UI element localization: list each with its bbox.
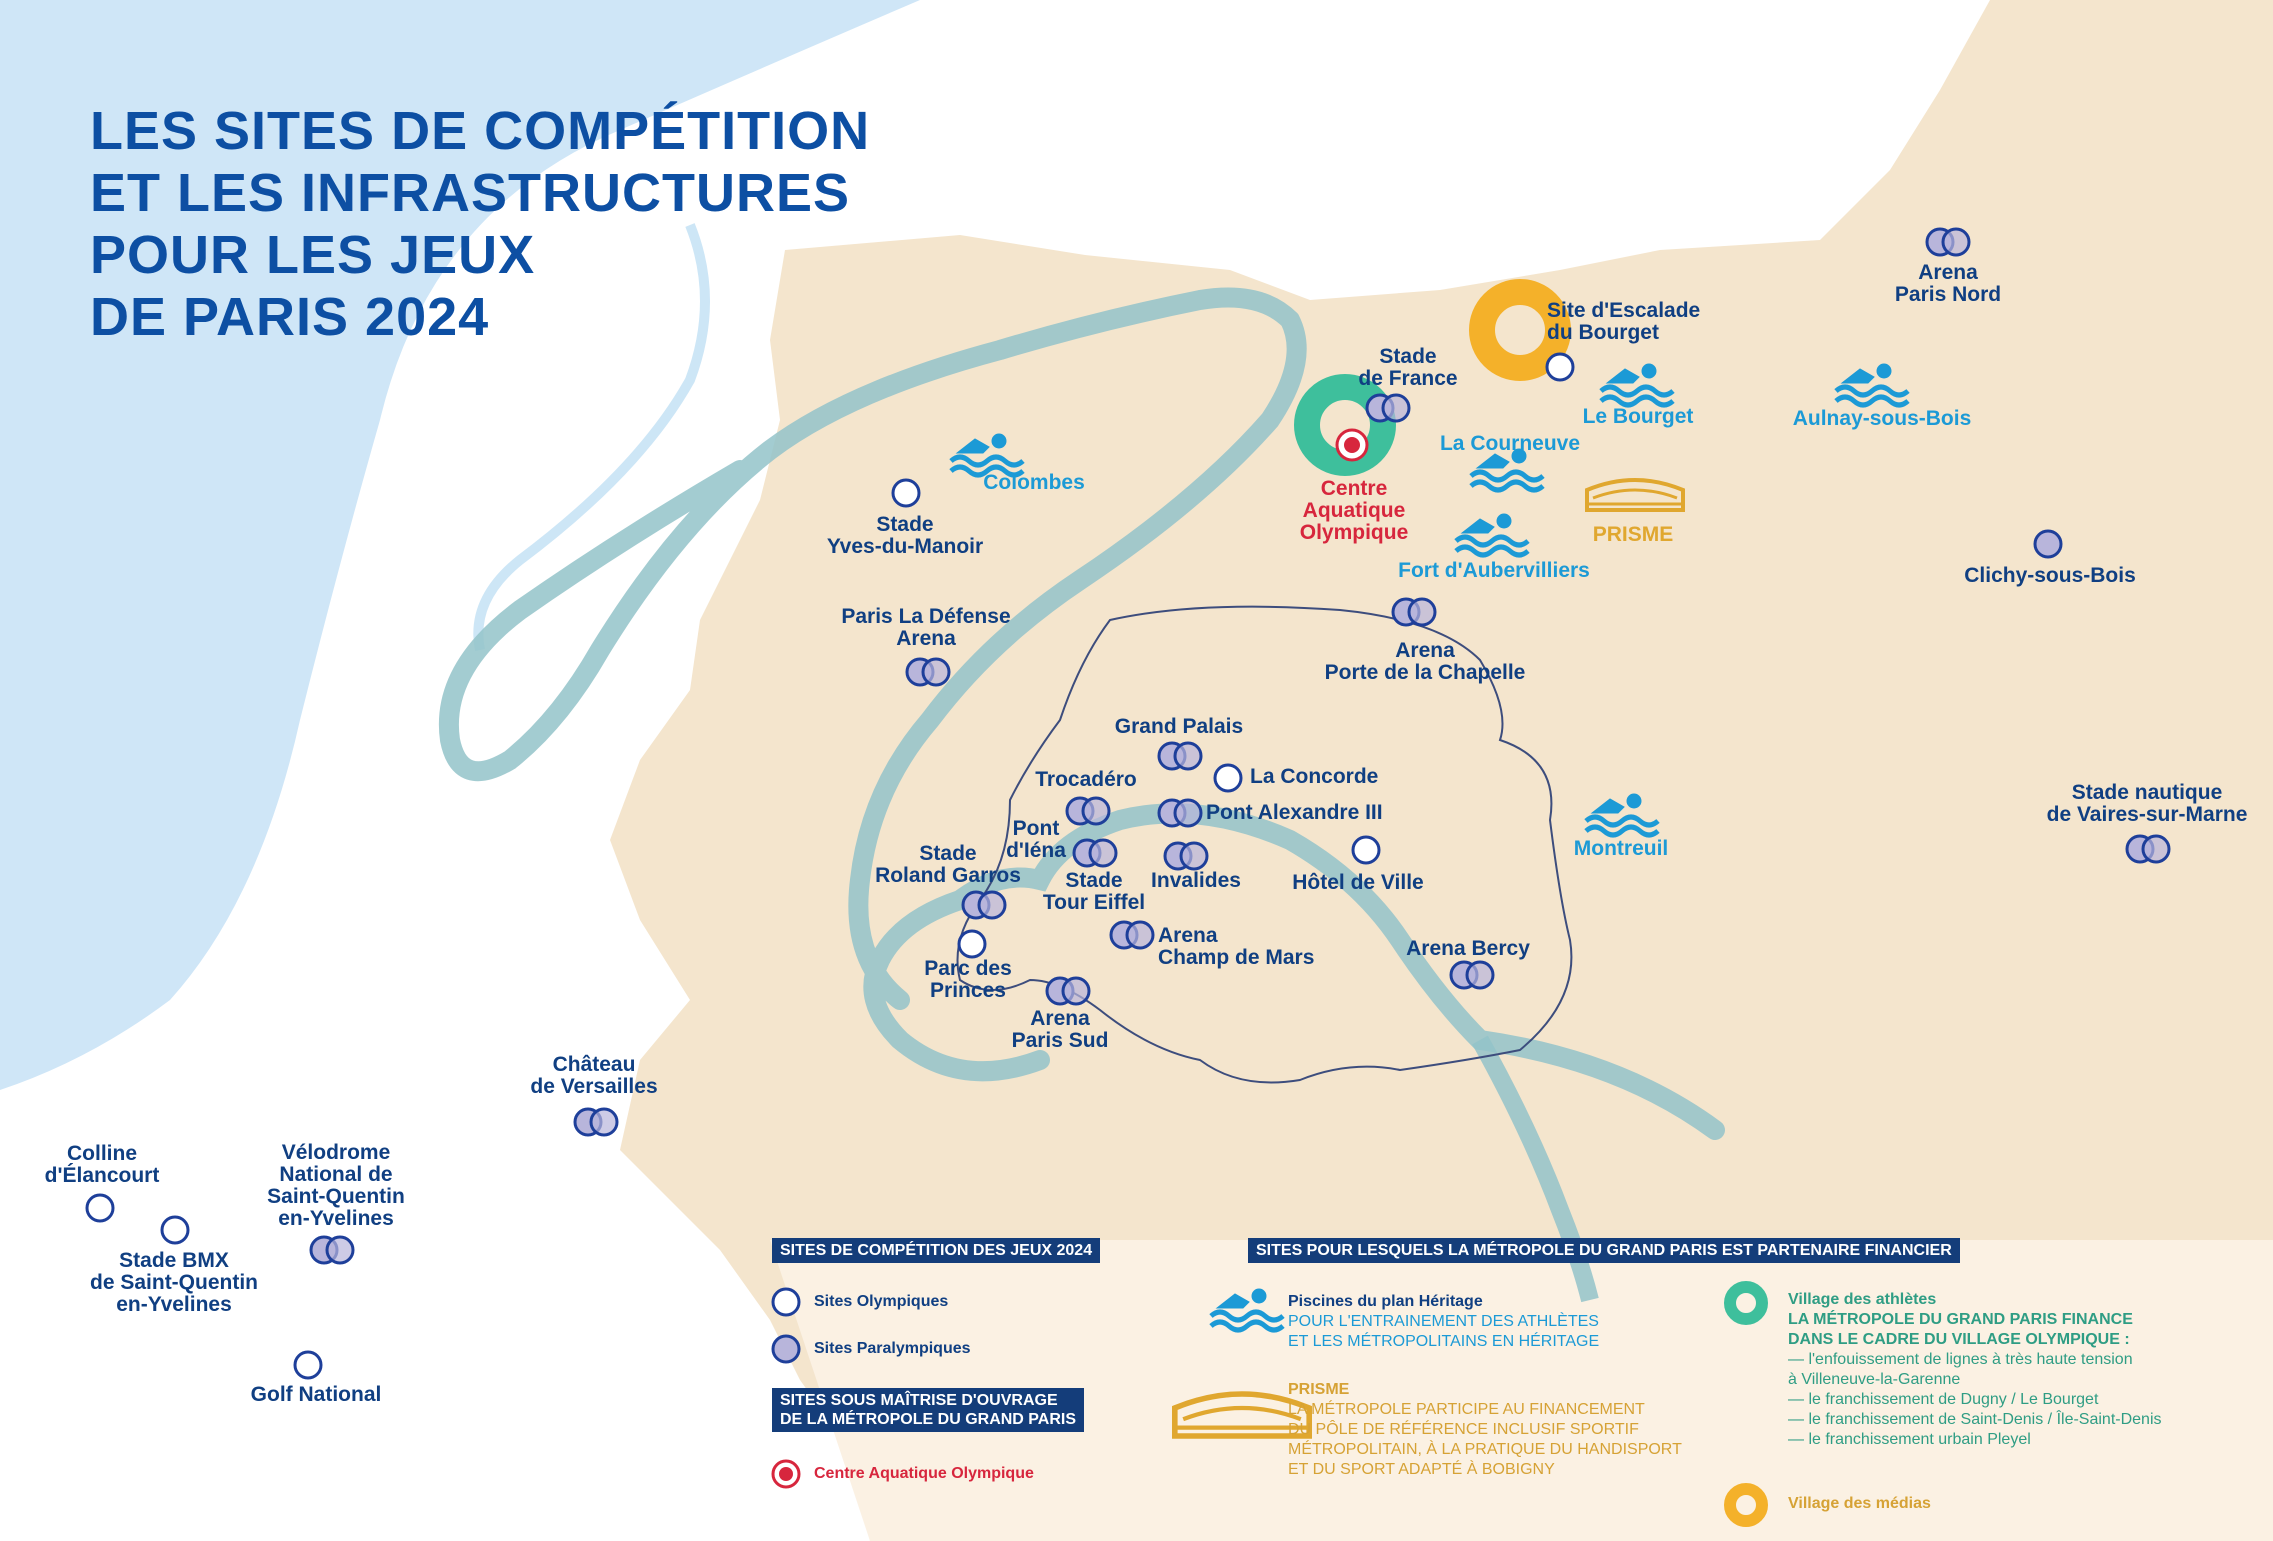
label-concorde: La Concorde [1250, 765, 1379, 788]
label-le-bourget: Le Bourget [1582, 405, 1694, 428]
marker-trocadero [1065, 796, 1111, 826]
seine-river [438, 287, 1725, 1140]
marker-versailles [573, 1107, 619, 1137]
marker-la-defense [905, 657, 951, 687]
sea-river-arm [473, 223, 710, 651]
media-village-marker [1469, 279, 1571, 381]
paris-boundary [956, 605, 1573, 1084]
label-invalides: Invalides [1151, 869, 1241, 892]
marker-roland-garros [961, 890, 1007, 920]
marker-yves-du-manoir [891, 478, 921, 508]
label-trocadero: Trocadéro [1035, 768, 1137, 791]
sea-area [0, 0, 920, 1090]
marker-pont-iena [1072, 838, 1118, 868]
marker-legend-olympic [771, 1287, 801, 1317]
lower-pale-band [770, 1240, 2273, 1541]
label-bercy: Arena Bercy [1406, 937, 1530, 960]
marker-arena-paris-nord [1925, 227, 1971, 257]
marker-paris-sud [1045, 976, 1091, 1006]
marker-hotel-de-ville [1351, 835, 1381, 865]
legend-media-village: Village des médias [1788, 1495, 1931, 1512]
marker-grand-palais [1157, 741, 1203, 771]
marker-parc-des-princes [957, 929, 987, 959]
label-prisme: PRISME [1592, 523, 1674, 546]
label-pont-alexandre: Pont Alexandre III [1206, 801, 1383, 824]
label-aulnay: Aulnay-sous-Bois [1792, 407, 1972, 430]
label-hotel-de-ville: Hôtel de Ville [1292, 871, 1424, 894]
label-colombes: Colombes [983, 471, 1085, 494]
legend-aquatic-label: Centre Aquatique Olympique [814, 1465, 1034, 1482]
label-fort-aubervilliers: Fort d'Aubervilliers [1398, 559, 1590, 582]
marker-legend-paralympic [771, 1334, 801, 1364]
marker-champ-de-mars [1109, 920, 1155, 950]
legend-partner-header: SITES POUR LESQUELS LA MÉTROPOLE DU GRAN… [1248, 1238, 1960, 1263]
marker-bercy [1449, 960, 1495, 990]
label-clichy: Clichy-sous-Bois [1964, 564, 2136, 587]
marker-clichy [2033, 529, 2063, 559]
marker-stade-de-france [1365, 393, 1411, 423]
legend-paralympic-label: Sites Paralympiques [814, 1340, 971, 1357]
marker-velodrome [309, 1235, 355, 1265]
marker-pont-alexandre [1157, 798, 1203, 828]
athletes-village-marker [1294, 374, 1396, 476]
marker-porte-chapelle [1391, 597, 1437, 627]
legend-pools: Piscines du plan Héritage POUR L'ENTRAIN… [1288, 1293, 1600, 1350]
label-montreuil: Montreuil [1573, 837, 1669, 860]
marker-golf [293, 1350, 323, 1380]
legend-olympic-label: Sites Olympiques [814, 1293, 949, 1310]
marker-bmx [160, 1215, 190, 1245]
label-golf: Golf National [250, 1383, 382, 1406]
marker-elancourt [85, 1193, 115, 1223]
page-title: LES SITES DE COMPÉTITION ET LES INFRASTR… [90, 101, 871, 347]
land-area [610, 0, 2273, 1541]
marker-vaires [2125, 834, 2171, 864]
legend-competition-header: SITES DE COMPÉTITION DES JEUX 2024 [772, 1238, 1101, 1263]
legend-media-village-marker [1724, 1483, 1768, 1527]
legend-athletes-village-marker [1724, 1281, 1768, 1325]
legend-prisme: PRISME LA MÉTROPOLE PARTICIPE AU FINANCE… [1288, 1381, 1682, 1478]
marker-concorde [1213, 763, 1243, 793]
marker-invalides [1163, 841, 1209, 871]
marne-branch [1472, 1035, 1599, 1303]
label-la-courneuve: La Courneuve [1439, 432, 1581, 455]
label-grand-palais: Grand Palais [1114, 715, 1244, 738]
legend-village: Village des athlètes LA MÉTROPOLE DU GRA… [1788, 1291, 2162, 1448]
marker-escalade [1545, 352, 1575, 382]
